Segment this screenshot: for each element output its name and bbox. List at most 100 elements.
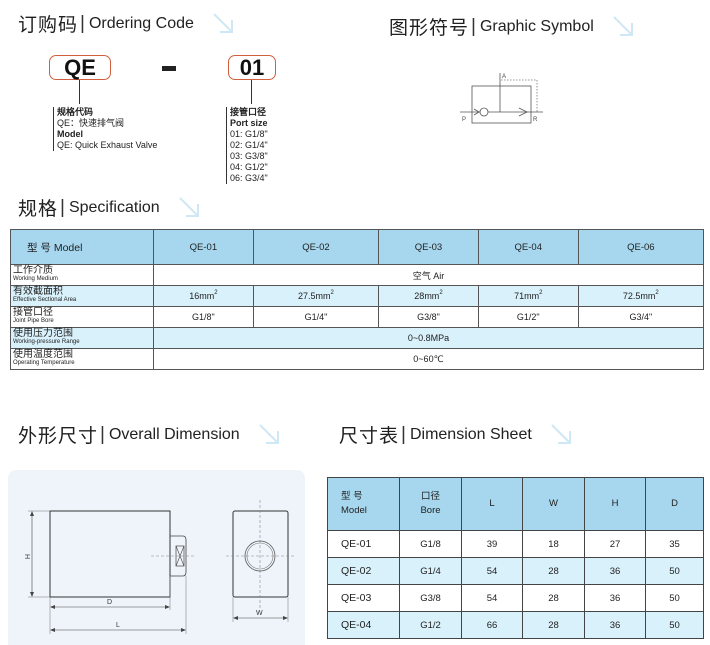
- dim-cell-l: 54: [461, 584, 523, 612]
- dimension-sheet-title-zh: 尺寸表: [339, 425, 400, 447]
- dim-header-row: 型 号 Model 口径 Bore L W H D: [327, 477, 704, 531]
- dim-cell-l: 54: [461, 557, 523, 585]
- spec-cell-temperature: 0~60℃: [153, 348, 704, 370]
- specification-title: 规格 | Specification: [18, 194, 202, 221]
- title-separator: |: [60, 196, 65, 218]
- header-en: Bore: [420, 505, 441, 516]
- row-label-en: Joint Pipe Bore: [13, 318, 54, 324]
- overall-dimension-title-zh: 外形尺寸: [18, 425, 99, 447]
- spec-cell-bore: G3/4": [577, 306, 705, 328]
- port-p-label: P: [462, 117, 466, 123]
- port-option: 04: G1/2": [230, 162, 268, 172]
- dimension-drawing-panel: H D L W: [8, 470, 305, 645]
- spec-header-model: QE-03: [378, 229, 479, 265]
- dim-cell-w: 28: [522, 584, 585, 612]
- dim-cell-model: QE-02: [327, 557, 400, 585]
- model-code-box: QE: [49, 55, 111, 80]
- row-label-zh: 使用压力范围: [13, 328, 73, 339]
- spec-row-label: 工作介质 Working Medium: [10, 264, 154, 286]
- row-label-en: Working-pressure Range: [13, 339, 80, 345]
- quick-exhaust-valve-symbol: A P R: [460, 73, 543, 124]
- dim-cell-l: 39: [461, 530, 523, 558]
- specification-title-en: Specification: [68, 198, 160, 216]
- header-zh: 型 号: [341, 491, 363, 502]
- spec-cell-bore: G3/8": [378, 306, 479, 328]
- spec-cell-bore: G1/8": [153, 306, 254, 328]
- spec-cell-area: 28mm2: [378, 285, 479, 307]
- specification-title-zh: 规格: [18, 198, 59, 220]
- dim-cell-model: QE-01: [327, 530, 400, 558]
- dim-cell-w: 18: [522, 530, 585, 558]
- dim-header-d: D: [645, 477, 704, 531]
- l-label: L: [116, 622, 120, 629]
- row-label-zh: 有效截面积: [13, 286, 63, 297]
- ordering-code-title-en: Ordering Code: [88, 14, 194, 32]
- overall-dimension-title-en: Overall Dimension: [108, 425, 240, 443]
- spec-row-label: 接管口径 Joint Pipe Bore: [10, 306, 154, 328]
- dim-row: QE-02 G1/4 54 28 36 50: [327, 557, 704, 585]
- spec-cell-bore: G1/4": [252, 306, 380, 328]
- spec-cell-bore: G1/2": [477, 306, 579, 328]
- spec-cell-medium: 空气 Air: [153, 264, 704, 286]
- title-separator: |: [100, 423, 105, 445]
- spec-row-working-medium: 工作介质 Working Medium 空气 Air: [10, 264, 704, 286]
- dim-cell-h: 36: [584, 557, 646, 585]
- header-zh: 口径: [420, 491, 440, 502]
- dim-header-l: L: [461, 477, 523, 531]
- dim-header-h: H: [584, 477, 646, 531]
- dim-cell-d: 50: [645, 584, 704, 612]
- spec-row-sectional-area: 有效截面积 Effective Sectional Area 16mm2 27.…: [10, 285, 705, 307]
- dimension-sheet-table: 型 号 Model 口径 Bore L W H D QE-01 G1/8 39 …: [327, 477, 704, 639]
- port-desc-en-heading: Port size: [230, 118, 268, 128]
- dim-cell-bore: G1/2: [399, 611, 462, 639]
- model-desc-en: QE: Quick Exhaust Valve: [57, 140, 158, 150]
- port-a-label: A: [502, 74, 506, 80]
- port-code-box: 01: [228, 55, 276, 80]
- row-label-en: Operating Temperature: [13, 360, 75, 366]
- port-desc-zh-heading: 接管口径: [230, 107, 267, 117]
- spec-row-temperature: 使用温度范围 Operating Temperature 0~60℃: [10, 348, 704, 370]
- valve-outline-drawing: H D L W: [23, 500, 296, 634]
- dim-cell-d: 50: [645, 557, 704, 585]
- model-code-description: 规格代码 QE：快速排气阀 Model QE: Quick Exhaust Va…: [53, 107, 157, 151]
- port-option: 01: G1/8": [230, 129, 268, 139]
- row-label-en: Effective Sectional Area: [13, 297, 77, 303]
- arrow-down-right-icon: [612, 15, 636, 39]
- arrow-down-right-icon: [258, 423, 282, 447]
- specification-table: 型 号 Model QE-01 QE-02 QE-03 QE-04 QE-06 …: [10, 229, 705, 370]
- w-label: W: [256, 610, 263, 617]
- spec-cell-area: 72.5mm2: [577, 285, 705, 307]
- ordering-code-title: 订购码 | Ordering Code: [18, 10, 236, 37]
- title-separator: |: [471, 15, 476, 37]
- dim-cell-bore: G1/4: [399, 557, 462, 585]
- dim-cell-w: 28: [522, 557, 585, 585]
- code-dash: [162, 66, 176, 71]
- dim-cell-d: 35: [645, 530, 704, 558]
- dim-header-bore: 口径 Bore: [399, 477, 462, 531]
- dim-cell-w: 28: [522, 611, 585, 639]
- spec-header-model-label: 型 号 Model: [10, 229, 154, 265]
- dim-row: QE-01 G1/8 39 18 27 35: [327, 530, 704, 558]
- spec-header-model: QE-01: [153, 229, 254, 265]
- dim-cell-model: QE-04: [327, 611, 400, 639]
- spec-header-row: 型 号 Model QE-01 QE-02 QE-03 QE-04 QE-06: [10, 229, 705, 265]
- d-label: D: [107, 599, 112, 606]
- dim-cell-d: 50: [645, 611, 704, 639]
- header-en: Model: [341, 505, 367, 516]
- spec-row-pipe-bore: 接管口径 Joint Pipe Bore G1/8" G1/4" G3/8" G…: [10, 306, 705, 328]
- dim-cell-h: 36: [584, 584, 646, 612]
- dim-row: QE-04 G1/2 66 28 36 50: [327, 611, 704, 639]
- port-option: 03: G3/8": [230, 151, 268, 161]
- dim-cell-bore: G3/8: [399, 584, 462, 612]
- graphic-symbol-title-en: Graphic Symbol: [479, 17, 594, 35]
- spec-header-model: QE-06: [577, 229, 705, 265]
- dim-cell-h: 27: [584, 530, 646, 558]
- model-desc-zh: QE：快速排气阀: [57, 118, 125, 128]
- spec-row-label: 使用温度范围 Operating Temperature: [10, 348, 154, 370]
- spec-header-model: QE-02: [252, 229, 380, 265]
- port-size-description: 接管口径 Port size 01: G1/8" 02: G1/4" 03: G…: [226, 107, 268, 184]
- graphic-symbol-title-zh: 图形符号: [389, 17, 470, 39]
- arrow-down-right-icon: [178, 196, 202, 220]
- port-connector-line: [251, 80, 252, 104]
- spec-row-label: 使用压力范围 Working-pressure Range: [10, 327, 154, 349]
